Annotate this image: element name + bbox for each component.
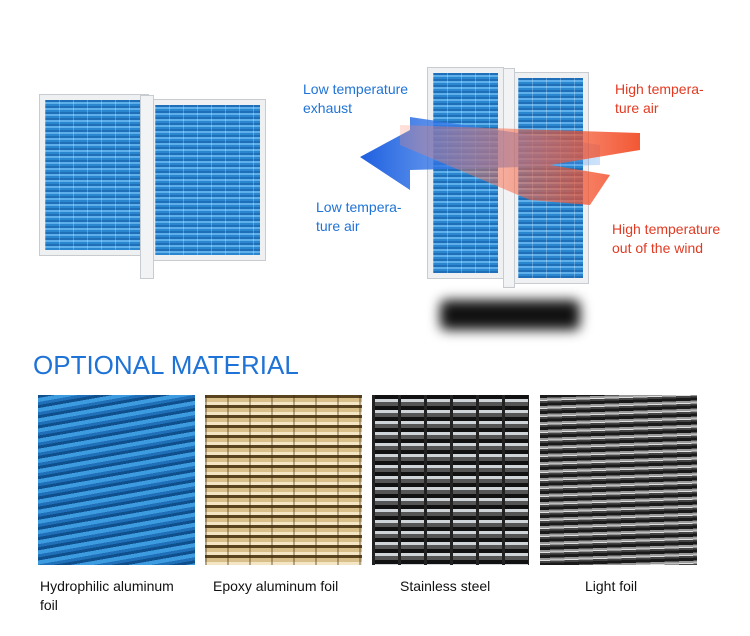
- material-swatch-epoxy: [205, 395, 362, 565]
- material-label-stainless: Stainless steel: [400, 578, 491, 594]
- label-low-temperature-air: Low tempera- ture air: [316, 199, 402, 234]
- material-swatch-hydrophilic: [38, 395, 195, 565]
- label-high-temperature-out: High temperature out of the wind: [612, 221, 721, 256]
- airflow-arrows: [360, 117, 640, 205]
- label-high-temperature-air: High tempera- ture air: [615, 81, 704, 116]
- warm-air-arrow: [400, 125, 640, 205]
- material-label-hydrophilic: Hydrophilic aluminum foil: [40, 578, 174, 613]
- material-swatch-stainless: [372, 395, 529, 565]
- section-title: OPTIONAL MATERIAL: [33, 350, 299, 380]
- material-swatch-light-foil: [540, 395, 697, 565]
- cube-shadow: [440, 300, 580, 330]
- label-low-temperature-exhaust: Low temperature exhaust: [303, 81, 409, 116]
- material-label-epoxy: Epoxy aluminum foil: [213, 578, 339, 594]
- material-label-light-foil: Light foil: [585, 578, 638, 594]
- heat-exchanger-cube-left: [40, 95, 268, 281]
